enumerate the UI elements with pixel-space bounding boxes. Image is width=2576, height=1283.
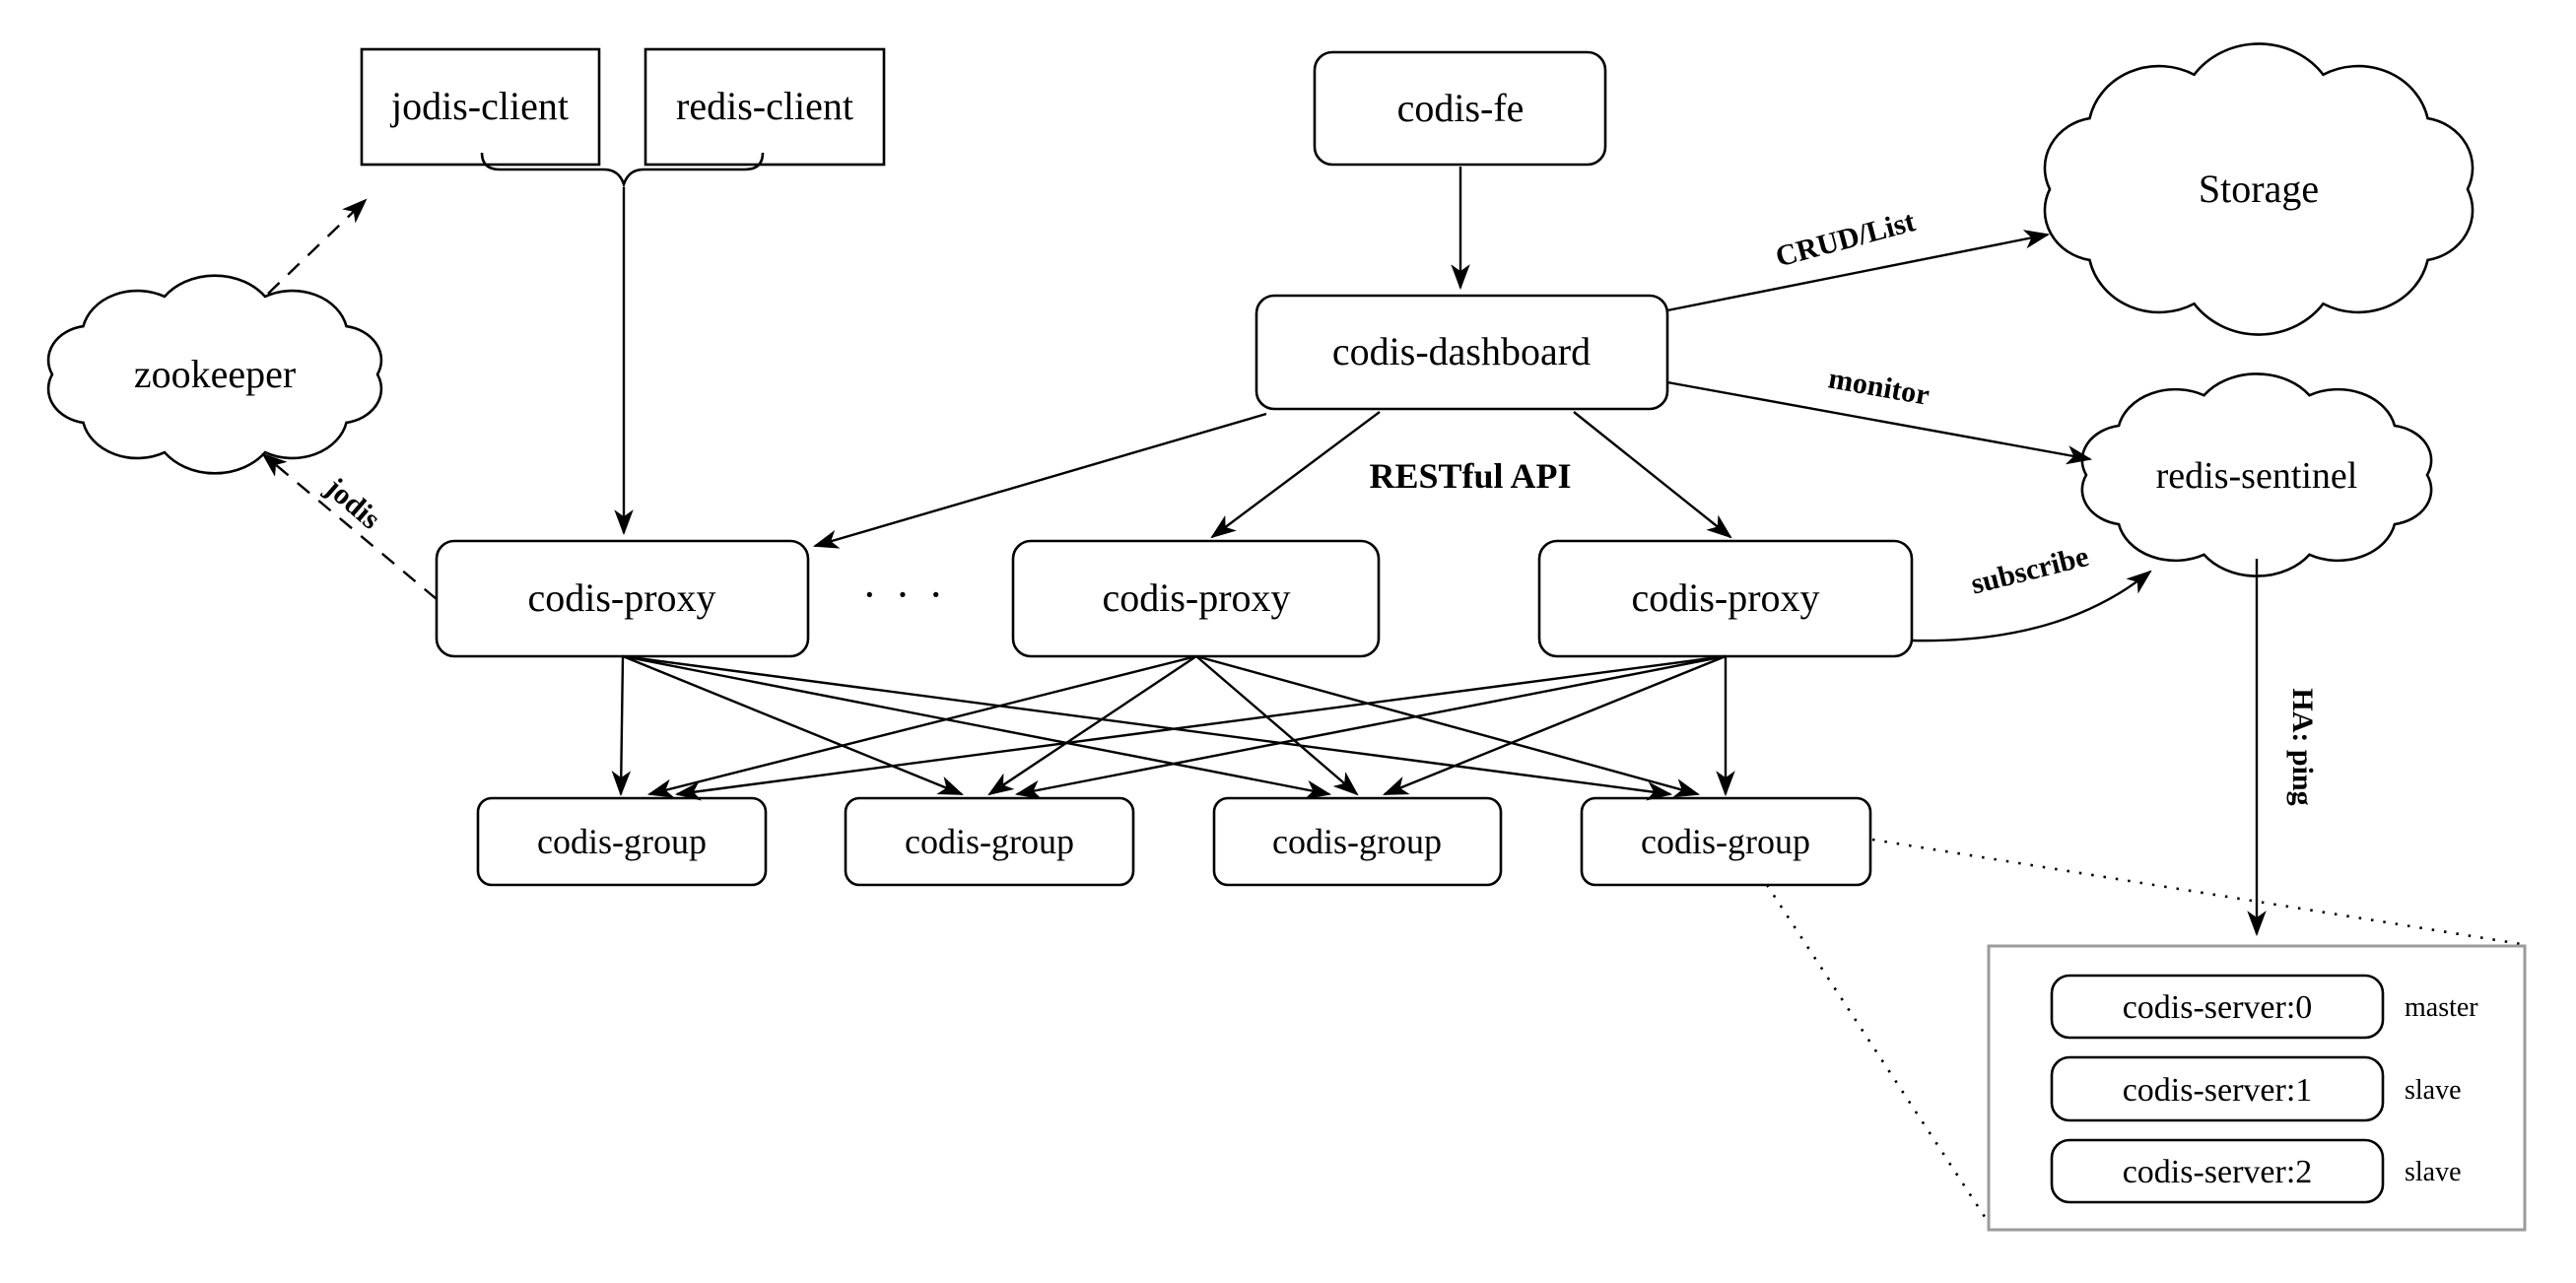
codis-proxy-2-label: codis-proxy: [1102, 575, 1290, 620]
edge-proxy3-to-sentinel: [1911, 570, 2152, 642]
codis-group-3-box: [1212, 796, 1503, 887]
zookeeper-cloud: [48, 276, 381, 474]
redis-sentinel-cloud: [2082, 373, 2431, 575]
codis-group-1-label: codis-group: [537, 822, 707, 861]
codis-server-0-box: [2050, 974, 2385, 1040]
redis-client-label: redis-client: [676, 84, 853, 128]
codis-proxy-3-label: codis-proxy: [1631, 575, 1819, 620]
jodis-client-label: jodis-client: [389, 84, 569, 128]
codis-fe-label: codis-fe: [1397, 86, 1525, 130]
zookeeper-label: zookeeper: [134, 352, 296, 396]
codis-group-4-label: codis-group: [1641, 822, 1810, 861]
storage-label: Storage: [2199, 167, 2319, 211]
proxy-group-edges: [611, 654, 1735, 801]
codis-server-2-box: [2050, 1138, 2385, 1204]
storage-cloud: [2045, 43, 2473, 334]
codis-server-1-label: codis-server:1: [2123, 1072, 2313, 1109]
edge-dashboard-to-proxy1: [812, 412, 1267, 549]
server-0-role-label: master: [2405, 992, 2478, 1023]
codis-server-0-label: codis-server:0: [2123, 989, 2313, 1026]
crud-list-label: CRUD/List: [1772, 205, 1919, 273]
jodis-client-box: [360, 47, 601, 167]
edge-dashboard-to-sentinel: [1666, 380, 2093, 465]
redis-client-box: [644, 47, 886, 167]
codis-group-4-box: [1580, 796, 1872, 887]
codis-proxy-1-label: codis-proxy: [527, 575, 715, 620]
clients-brace: [480, 152, 765, 189]
codis-dashboard-label: codis-dashboard: [1332, 329, 1591, 373]
codis-fe-box: [1313, 50, 1607, 167]
edge-dashboard-to-proxy2: [1210, 411, 1381, 539]
codis-dashboard-box: [1254, 294, 1669, 411]
restful-api-label: RESTful API: [1369, 456, 1571, 496]
proxy-ellipsis: · · ·: [862, 571, 947, 619]
ha-ping-label: HA: ping: [2286, 688, 2319, 805]
edge-dashboard-to-proxy3: [1573, 411, 1732, 539]
codis-group-2-box: [844, 796, 1135, 887]
edge-dashboard-to-storage: [1666, 230, 2051, 312]
server-2-role-label: slave: [2405, 1157, 2462, 1187]
subscribe-label: subscribe: [1968, 540, 2092, 600]
codis-group-3-label: codis-group: [1272, 822, 1442, 861]
edge-zookeeper-to-jodis-client: [267, 198, 368, 295]
codis-server-2-label: codis-server:2: [2123, 1154, 2313, 1190]
dotted-group4-to-serverbox-bottom: [1765, 884, 1993, 1227]
codis-group-2-label: codis-group: [905, 822, 1074, 861]
dotted-group4-to-serverbox-top: [1871, 838, 2522, 946]
codis-group-1-box: [476, 796, 768, 887]
monitor-label: monitor: [1826, 362, 1932, 411]
redis-sentinel-label: redis-sentinel: [2156, 455, 2358, 497]
codis-server-1-box: [2050, 1055, 2385, 1122]
server-1-role-label: slave: [2405, 1075, 2462, 1106]
edge-proxy1-to-zookeeper: [261, 452, 438, 600]
jodis-label: jodis: [318, 470, 386, 535]
